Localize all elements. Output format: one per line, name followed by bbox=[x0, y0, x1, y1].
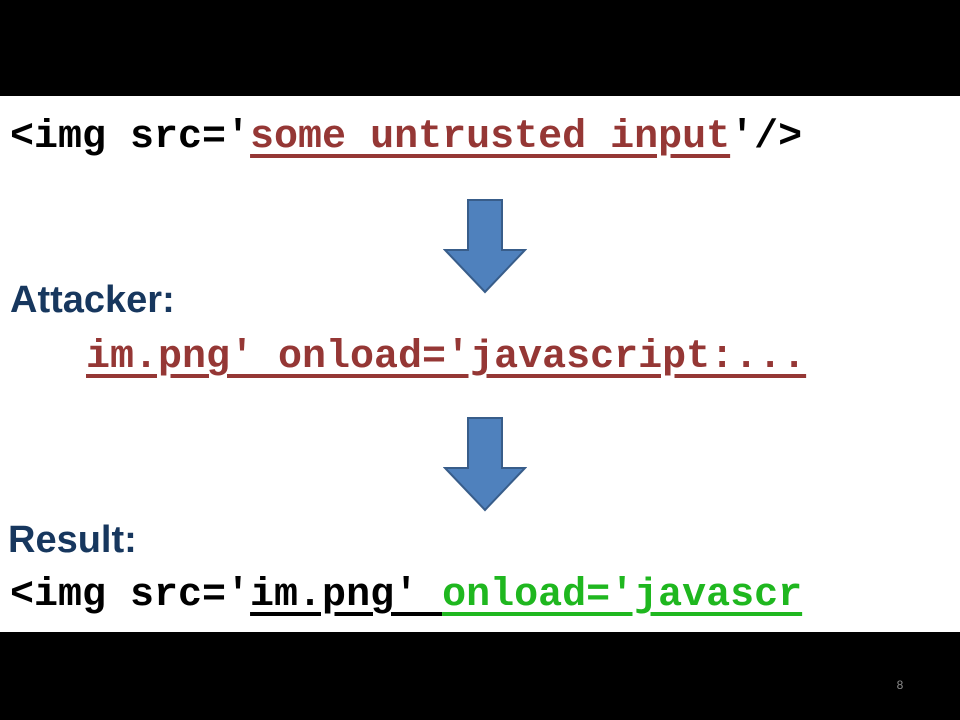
arrow-down-icon bbox=[443, 417, 527, 512]
slide-content: <img src='some untrusted input'/> Attack… bbox=[0, 96, 960, 632]
result-code-line: <img src='im.png' onload='javascr bbox=[10, 572, 802, 620]
attacker-payload-line: im.png' onload='javascript:... bbox=[86, 334, 806, 382]
result-src-text: im.png' bbox=[250, 573, 443, 618]
code-suffix: '/> bbox=[730, 115, 803, 160]
code-prefix: <img src=' bbox=[10, 115, 251, 160]
template-code-line: <img src='some untrusted input'/> bbox=[10, 114, 802, 162]
page-number: 8 bbox=[896, 678, 904, 692]
result-injected-text: onload='javascr bbox=[442, 573, 803, 618]
result-prefix: <img src=' bbox=[10, 573, 251, 618]
result-label: Result: bbox=[8, 519, 137, 561]
untrusted-input-text: some untrusted input bbox=[250, 115, 731, 160]
attacker-label: Attacker: bbox=[10, 279, 175, 321]
arrow-down-icon bbox=[443, 199, 527, 294]
attacker-payload-text: im.png' onload='javascript:... bbox=[86, 335, 807, 380]
